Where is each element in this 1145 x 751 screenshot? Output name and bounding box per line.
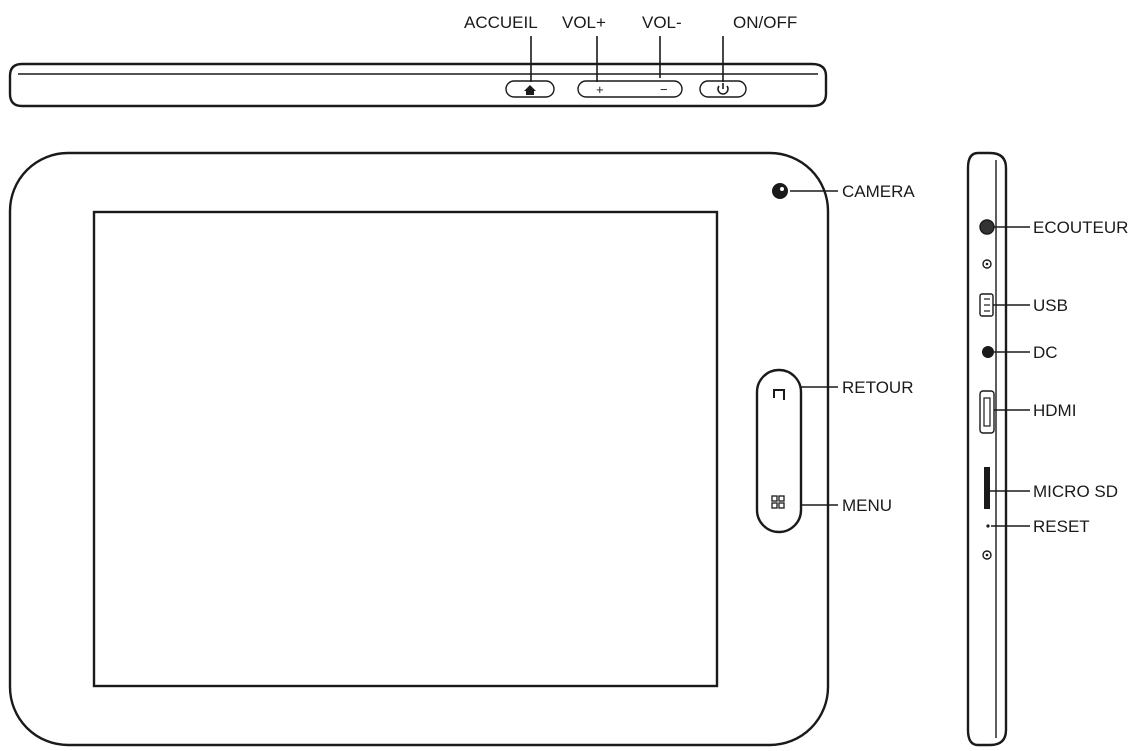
top-edge-view: + − ACCUEIL VOL+ VOL- ON/OFF	[8, 13, 828, 108]
retour-label: RETOUR	[842, 378, 913, 397]
micro-sd-slot[interactable]	[984, 467, 990, 509]
hdmi-port[interactable]	[979, 390, 995, 434]
screw-bottom-center	[985, 553, 989, 557]
dc-label: DC	[1033, 343, 1058, 362]
home-icon	[524, 85, 536, 95]
camera-label: CAMERA	[842, 182, 915, 201]
hdmi-port-inner	[983, 397, 991, 427]
on-off-label: ON/OFF	[733, 13, 797, 32]
volume-rocker[interactable]	[577, 80, 683, 98]
power-icon	[717, 83, 729, 95]
accueil-label: ACCUEIL	[464, 13, 538, 32]
menu-icon[interactable]	[771, 495, 785, 509]
vol-minus-glyph: −	[660, 82, 668, 97]
ecouteur-label: ECOUTEUR	[1033, 218, 1128, 237]
vol-plus-label: VOL+	[562, 13, 606, 32]
back-icon[interactable]	[773, 389, 785, 400]
hdmi-label: HDMI	[1033, 401, 1076, 420]
micro-sd-label: MICRO SD	[1033, 482, 1118, 501]
vol-minus-label: VOL-	[642, 13, 682, 32]
reset-label: RESET	[1033, 517, 1090, 536]
camera-lens	[772, 183, 788, 199]
screen[interactable]	[92, 210, 719, 688]
screw-top-center	[985, 262, 989, 266]
vol-plus-glyph: +	[596, 82, 604, 97]
headphone-jack[interactable]	[979, 219, 995, 235]
side-button-bar	[755, 368, 803, 534]
reset-hole[interactable]	[986, 524, 990, 528]
front-view: CAMERA RETOUR MENU	[8, 151, 915, 747]
menu-label: MENU	[842, 496, 892, 515]
dc-port[interactable]	[982, 346, 994, 358]
usb-label: USB	[1033, 296, 1068, 315]
side-edge-body	[966, 151, 1008, 747]
camera-highlight	[780, 187, 784, 191]
side-edge-view: ECOUTEUR USB DC HDMI MICRO SD RESET	[966, 151, 1128, 747]
